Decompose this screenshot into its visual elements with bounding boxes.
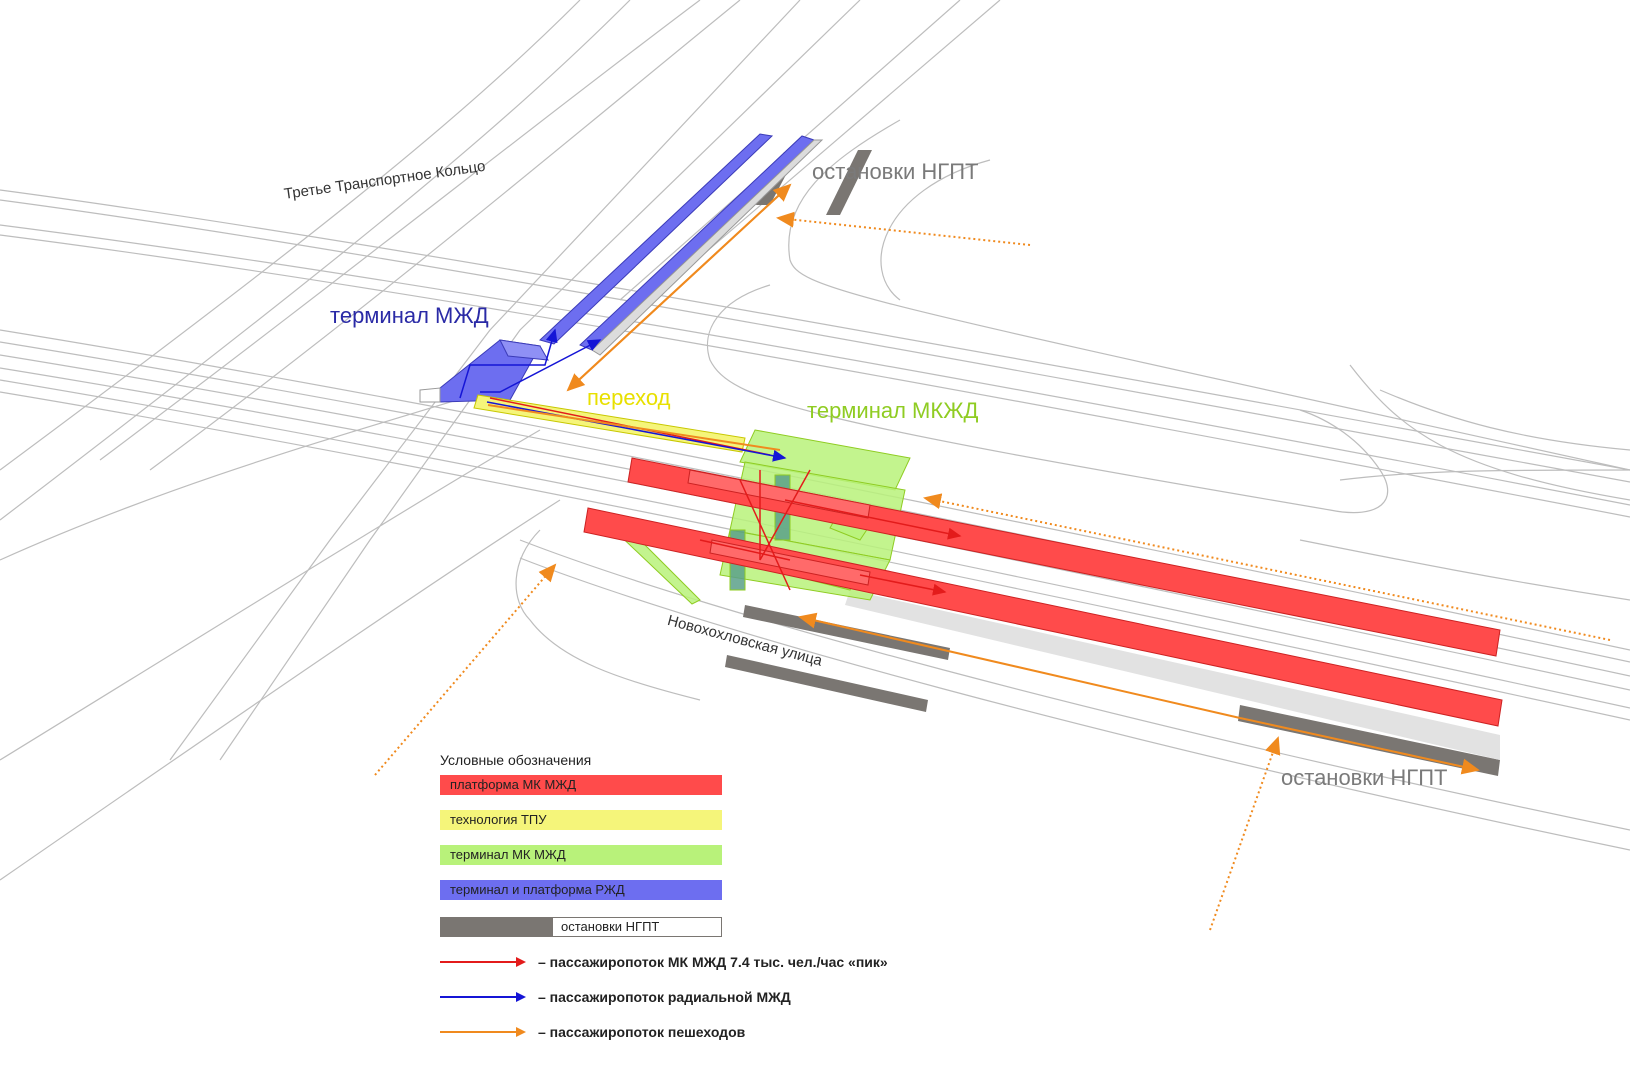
red-arrow-icon bbox=[440, 957, 526, 967]
rzhd-terminal bbox=[419, 133, 824, 403]
bus-stop-middle-1 bbox=[743, 605, 950, 660]
orange-solid-flows bbox=[487, 183, 1480, 775]
label-ngpt-bottom: остановки НГПТ bbox=[1281, 765, 1448, 790]
bus-stops bbox=[725, 150, 1500, 776]
mkzhd-platforms bbox=[583, 457, 1503, 727]
orange-arrow-icon bbox=[440, 1027, 526, 1037]
platform-shadows bbox=[845, 590, 1500, 760]
bus-stop-swatch bbox=[441, 918, 553, 936]
rzhd-platform-2 bbox=[579, 135, 815, 351]
blue-flows bbox=[459, 328, 787, 462]
legend-item-yellow-tpu: технология ТПУ bbox=[440, 810, 722, 830]
legend-flow-blue: – пассажиропоток радиальной МЖД bbox=[440, 986, 960, 1008]
orange-dotted-flows bbox=[374, 211, 1611, 931]
legend-flow-orange-label: – пассажиропоток пешеходов bbox=[538, 1024, 746, 1040]
label-perekhod: переход bbox=[587, 385, 671, 410]
legend-item-green-terminal: терминал МК МЖД bbox=[440, 845, 722, 865]
label-terminal-mzhd: терминал МЖД bbox=[330, 303, 489, 328]
legend-flow-red-label: – пассажиропоток МК МЖД 7.4 тыс. чел./ча… bbox=[538, 954, 888, 970]
legend-title: Условные обозначения bbox=[440, 752, 592, 768]
legend-item-red-platform: платформа МК МЖД bbox=[440, 775, 722, 795]
legend-flow-red: – пассажиропоток МК МЖД 7.4 тыс. чел./ча… bbox=[440, 951, 960, 973]
legend-flow-orange: – пассажиропоток пешеходов bbox=[440, 1021, 960, 1043]
bus-stop-bottom bbox=[1238, 705, 1500, 776]
label-terminal-mkzhd: терминал МКЖД bbox=[807, 398, 979, 423]
label-ngpt-top: остановки НГПТ bbox=[812, 159, 979, 184]
legend-item-bus-stop: остановки НГПТ bbox=[440, 917, 722, 937]
legend-flow-blue-label: – пассажиропоток радиальной МЖД bbox=[538, 989, 791, 1005]
bus-stop-top-2 bbox=[826, 150, 872, 215]
road-linework bbox=[0, 0, 1630, 881]
legend: Условные обозначения платформа МК МЖД те… bbox=[440, 752, 960, 1056]
blue-arrow-icon bbox=[440, 992, 526, 1002]
legend-item-blue-rzhd: терминал и платформа РЖД bbox=[440, 880, 722, 900]
bus-stop-label: остановки НГПТ bbox=[561, 919, 660, 934]
bus-stop-middle-2 bbox=[725, 655, 928, 712]
